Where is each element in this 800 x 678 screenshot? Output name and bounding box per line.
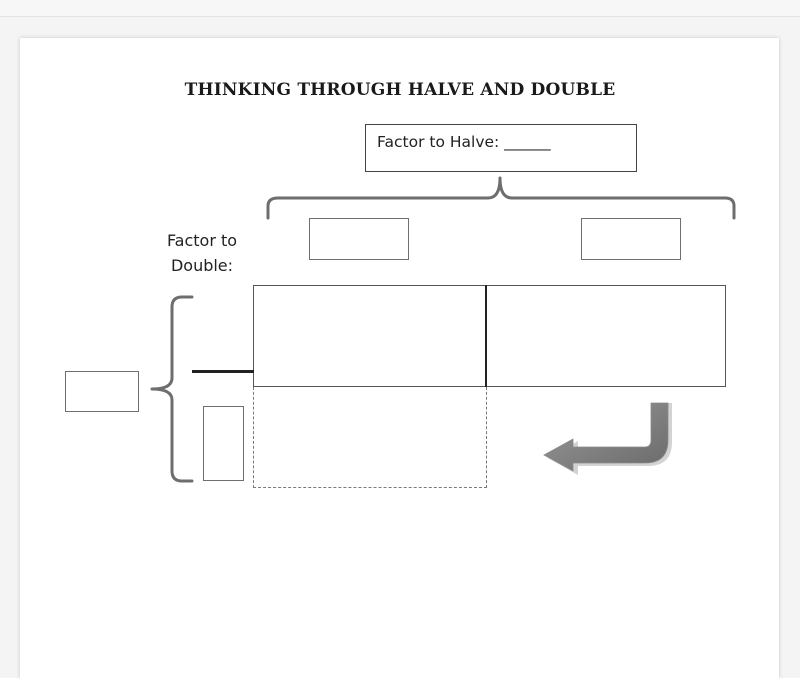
- dashed-moved-section: [253, 387, 487, 488]
- area-model-rectangle: [253, 285, 726, 387]
- factor-to-double-box[interactable]: [65, 371, 139, 412]
- factor-side-line: [192, 370, 254, 373]
- curved-arrow-icon: [543, 402, 669, 472]
- top-toolbar-strip: [0, 0, 800, 17]
- area-model-divider: [485, 285, 487, 387]
- doubled-side-box[interactable]: [203, 406, 244, 481]
- factor-to-halve-label: Factor to Halve: ______: [377, 133, 551, 151]
- left-curly-brace: [150, 295, 194, 483]
- factor-to-halve-box: [365, 124, 637, 172]
- factor-to-double-line1: Factor to: [166, 231, 238, 250]
- factor-to-double-line2: Double:: [170, 256, 234, 275]
- half-answer-box-left[interactable]: [309, 218, 409, 260]
- factor-to-double-label: Factor to Double:: [150, 228, 254, 278]
- half-answer-box-right[interactable]: [581, 218, 681, 260]
- top-curly-brace: [266, 176, 736, 220]
- worksheet-title: THINKING THROUGH HALVE AND DOUBLE: [184, 80, 616, 100]
